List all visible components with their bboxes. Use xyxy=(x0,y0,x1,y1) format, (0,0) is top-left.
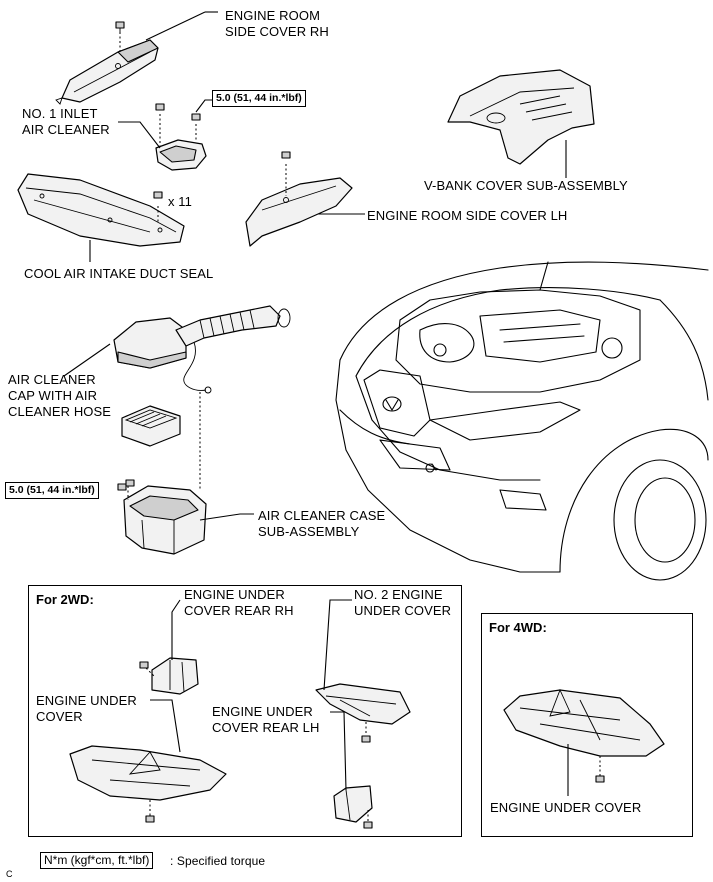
car-front-illustration xyxy=(335,261,709,581)
label-engine-room-side-cover-lh: ENGINE ROOM SIDE COVER LH xyxy=(367,208,568,223)
torque-spec-bottom: 5.0 (51, 44 in.*lbf) xyxy=(5,482,99,499)
legend-unit-box: N*m (kgf*cm, ft.*lbf) xyxy=(40,852,154,869)
4wd-panel xyxy=(481,613,693,837)
air-filter-illustration xyxy=(121,405,181,447)
label-air-cleaner-case: AIR CLEANER CASE SUB-ASSEMBLY xyxy=(258,508,386,539)
torque-spec-top: 5.0 (51, 44 in.*lbf) xyxy=(212,90,306,107)
label-engine-under-cover-rear-lh: ENGINE UNDER COVER REAR LH xyxy=(212,704,320,735)
label-no2-engine-under-cover: NO. 2 ENGINE UNDER COVER xyxy=(354,587,452,618)
label-engine-room-side-cover-rh: ENGINE ROOM SIDE COVER RH xyxy=(225,8,329,39)
label-engine-under-cover-4wd: ENGINE UNDER COVER xyxy=(490,800,642,815)
label-cool-air-intake-duct-seal: COOL AIR INTAKE DUCT SEAL xyxy=(24,266,214,281)
2wd-panel-title: For 2WD: xyxy=(36,592,94,607)
label-air-cleaner-cap: AIR CLEANER CAP WITH AIR CLEANER HOSE xyxy=(8,372,112,419)
no1-inlet-air-cleaner-illustration xyxy=(118,99,212,171)
engine-room-side-cover-rh-illustration xyxy=(55,11,218,105)
label-no1-inlet-air-cleaner: NO. 1 INLET AIR CLEANER xyxy=(22,106,110,137)
engine-room-side-cover-lh-illustration xyxy=(245,151,365,247)
cool-air-intake-duct-seal-illustration xyxy=(17,173,185,262)
v-bank-cover-illustration xyxy=(447,69,595,178)
4wd-parts-illustration xyxy=(503,688,665,796)
legend-text: : Specified torque xyxy=(170,854,266,868)
2wd-parts-illustration xyxy=(69,599,411,829)
2wd-panel xyxy=(28,585,462,837)
label-v-bank-cover: V-BANK COVER SUB-ASSEMBLY xyxy=(424,178,628,193)
air-cleaner-case-illustration xyxy=(117,479,254,555)
4wd-panel-title: For 4WD: xyxy=(489,620,547,635)
corner-mark: C xyxy=(6,869,13,879)
air-cleaner-cap-illustration xyxy=(63,305,291,490)
label-engine-under-cover-rear-rh: ENGINE UNDER COVER REAR RH xyxy=(184,587,294,618)
label-bolt-quantity: x 11 xyxy=(168,194,193,209)
label-engine-under-cover-2wd: ENGINE UNDER COVER xyxy=(36,693,137,724)
